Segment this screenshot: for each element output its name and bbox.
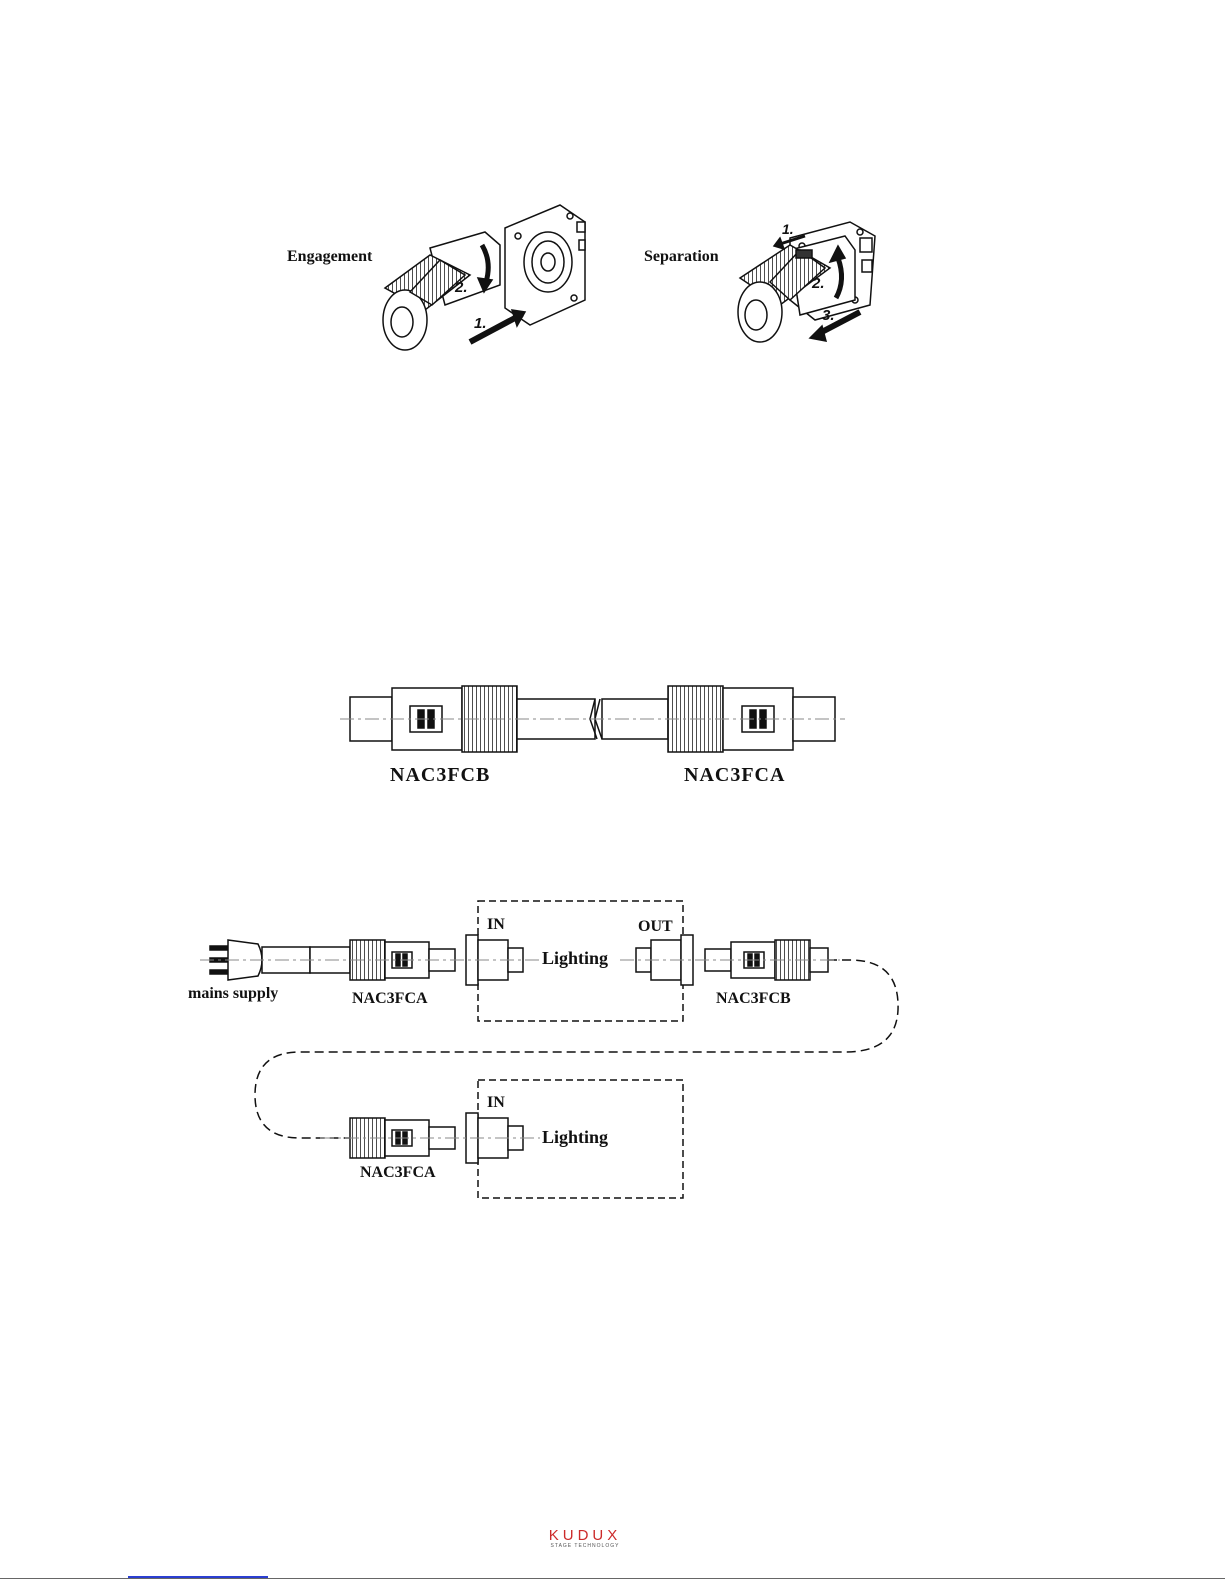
connector-2-label: NAC3FCB xyxy=(716,990,791,1008)
in-label-1: IN xyxy=(487,916,505,934)
engagement-step-2: 2. xyxy=(454,279,468,296)
daisy-chain-cable xyxy=(255,960,898,1138)
footer-divider xyxy=(0,1578,1225,1579)
separation-drawing: 1. 2. 3. xyxy=(738,221,875,342)
mains-supply-label: mains supply xyxy=(188,985,278,1003)
connector-1-label: NAC3FCA xyxy=(352,990,428,1008)
connector-3-label: NAC3FCA xyxy=(360,1164,436,1182)
in-label-2: IN xyxy=(487,1094,505,1112)
lighting-label-2: Lighting xyxy=(542,1127,608,1148)
separation-step-1: 1. xyxy=(782,221,794,237)
logo-text: KUDUX xyxy=(535,1528,635,1543)
footer-link-underline[interactable] xyxy=(128,1576,268,1578)
separation-step-2: 2. xyxy=(811,275,825,292)
chassis-socket-icon xyxy=(505,205,585,325)
kudux-logo: KUDUX STAGE TECHNOLOGY xyxy=(535,1528,635,1549)
out-label: OUT xyxy=(638,918,673,936)
cable-assembly-drawing xyxy=(340,686,845,752)
nac3fca-label: NAC3FCA xyxy=(684,764,785,787)
engagement-step-1: 1. xyxy=(474,315,487,332)
separation-step-3: 3. xyxy=(822,307,835,324)
nac3fcb-label: NAC3FCB xyxy=(390,764,490,787)
daisy-chain-diagram xyxy=(200,901,898,1198)
engagement-drawing: 2. 1. xyxy=(383,205,585,350)
lighting-label-1: Lighting xyxy=(542,948,608,969)
